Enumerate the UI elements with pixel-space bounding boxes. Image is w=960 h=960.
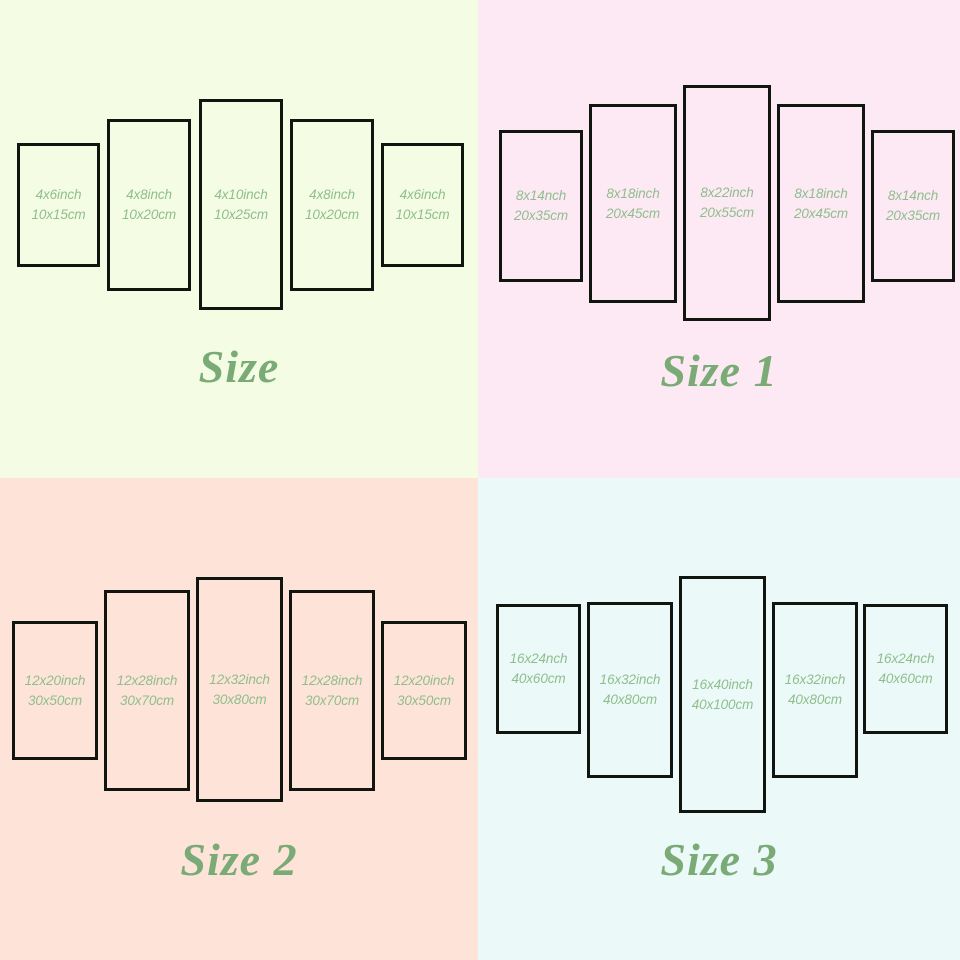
panel-size-cm: 30x50cm	[396, 692, 452, 708]
panel-size-inch: 12x20inch	[24, 672, 86, 688]
frame-panel: 8x14nch 20x35cm	[499, 130, 583, 282]
quadrant-size-3: 16x24nch 40x60cm 16x32inch 40x80cm 16x40inch…	[478, 478, 960, 960]
panel-size-inch: 16x24nch	[509, 651, 568, 667]
frame-panel: 12x20inch 30x50cm	[12, 621, 98, 760]
frame-panel: 16x32inch 40x80cm	[772, 602, 858, 778]
frame-panel: 4x10inch 10x25cm	[199, 99, 283, 310]
panel-size-inch: 16x24nch	[876, 651, 935, 667]
panel-group-size-3: 16x24nch 40x60cm 16x32inch 40x80cm 16x40inch…	[478, 478, 960, 960]
quadrant-title-size-1: Size 1	[660, 345, 778, 396]
panel-size-cm: 40x60cm	[511, 671, 566, 686]
panel-size-cm: 40x100cm	[691, 696, 754, 712]
frame-panel: 4x6inch 10x15cm	[381, 143, 464, 267]
panel-size-cm: 40x80cm	[787, 692, 843, 707]
panel-size-inch: 4x10inch	[214, 186, 268, 202]
quadrant-size-1: 8x14nch 20x35cm 8x18inch 20x45cm 8x22inch 20x…	[478, 0, 960, 478]
panel-size-cm: 10x25cm	[213, 206, 269, 222]
panel-size-cm: 40x60cm	[878, 671, 933, 686]
panel-size-inch: 12x20inch	[393, 672, 455, 688]
panel-size-cm: 10x20cm	[304, 207, 360, 222]
quadrant-title-size-2: Size 2	[180, 834, 298, 885]
panel-size-cm: 10x20cm	[121, 207, 177, 222]
panel-size-cm: 40x80cm	[602, 692, 658, 707]
panel-size-inch: 16x32inch	[784, 672, 846, 688]
frame-panel: 8x22inch 20x55cm	[683, 85, 771, 321]
frame-panel: 12x20inch 30x50cm	[381, 621, 467, 760]
frame-panel: 12x32inch 30x80cm	[196, 577, 283, 802]
quadrant-title-size: Size	[198, 341, 280, 392]
panel-size-cm: 20x35cm	[885, 208, 941, 223]
panel-size-inch: 16x32inch	[599, 672, 661, 688]
frame-panel: 8x18inch 20x45cm	[777, 104, 865, 303]
panel-size-inch: 8x22inch	[700, 185, 754, 201]
panel-size-inch: 4x8inch	[126, 187, 172, 203]
frame-panel: 12x28inch 30x70cm	[289, 590, 375, 791]
panel-size-cm: 20x45cm	[793, 205, 849, 221]
panel-size-inch: 8x18inch	[606, 185, 660, 201]
frame-panel: 4x8inch 10x20cm	[107, 119, 191, 291]
panel-size-inch: 4x6inch	[35, 187, 82, 203]
frame-panel: 16x32inch 40x80cm	[587, 602, 673, 778]
panel-size-cm: 20x45cm	[605, 205, 661, 221]
frame-panel: 4x8inch 10x20cm	[290, 119, 374, 291]
quadrant-size-2: 12x20inch 30x50cm 12x28inch 30x70cm 12x32inc…	[0, 478, 478, 960]
panel-size-inch: 8x14nch	[515, 188, 567, 204]
frame-panel: 4x6inch 10x15cm	[17, 143, 100, 267]
frame-panel: 16x24nch 40x60cm	[863, 604, 948, 734]
frame-panel: 8x14nch 20x35cm	[871, 130, 955, 282]
panel-size-cm: 20x35cm	[513, 208, 569, 223]
panel-size-cm: 30x50cm	[27, 692, 83, 708]
panel-size-cm: 10x15cm	[395, 207, 450, 222]
frame-panel: 8x18inch 20x45cm	[589, 104, 677, 303]
panel-size-inch: 4x8inch	[309, 187, 355, 203]
frame-panel: 12x28inch 30x70cm	[104, 590, 190, 791]
frame-panel: 16x40inch 40x100cm	[679, 576, 766, 813]
quadrant-size: 4x6inch 10x15cm 4x8inch 10x20cm 4x10inch 10x2…	[0, 0, 478, 478]
panel-group-size: 4x6inch 10x15cm 4x8inch 10x20cm 4x10inch 10x2…	[0, 0, 478, 478]
panel-size-cm: 20x55cm	[699, 205, 755, 220]
panel-size-cm: 30x70cm	[304, 692, 360, 708]
panel-size-inch: 8x18inch	[794, 185, 848, 201]
panel-size-inch: 12x28inch	[116, 672, 178, 688]
panel-group-size-1: 8x14nch 20x35cm 8x18inch 20x45cm 8x22inch 20x…	[478, 0, 960, 478]
panel-size-inch: 12x32inch	[209, 671, 270, 687]
panel-size-inch: 8x14nch	[887, 188, 939, 204]
panel-size-cm: 10x15cm	[31, 207, 86, 222]
panel-size-inch: 16x40inch	[692, 676, 753, 692]
panel-size-inch: 4x6inch	[399, 187, 446, 203]
frame-panel: 16x24nch 40x60cm	[496, 604, 581, 734]
panel-group-size-2: 12x20inch 30x50cm 12x28inch 30x70cm 12x32inc…	[0, 478, 478, 960]
panel-size-cm: 30x70cm	[119, 692, 175, 708]
panel-size-cm: 30x80cm	[212, 691, 267, 707]
quadrant-title-size-3: Size 3	[660, 834, 778, 885]
panel-size-inch: 12x28inch	[301, 672, 363, 688]
